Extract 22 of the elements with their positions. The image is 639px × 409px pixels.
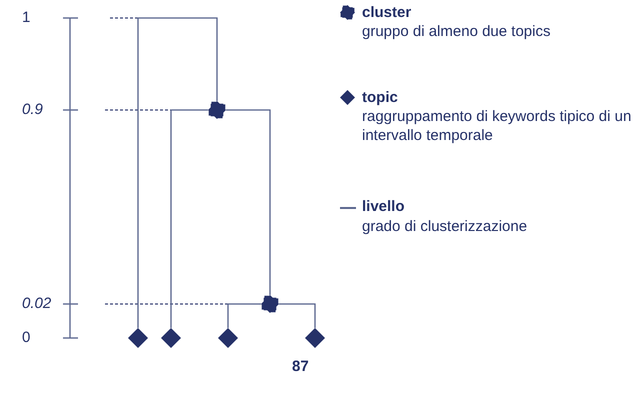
dendrogram-link	[279, 303, 316, 328]
axis-tick-label: 0.02	[22, 294, 52, 313]
legend-heading: cluster	[362, 3, 412, 22]
cluster-marker	[208, 101, 226, 119]
axis-tick-label: 0	[22, 328, 30, 347]
topic-diamond	[218, 328, 238, 348]
topic-diamond	[128, 328, 148, 348]
axis-tick-label: 1	[22, 8, 30, 27]
dendrogram-link	[227, 303, 261, 328]
dendrogram-link	[137, 17, 218, 328]
cluster-marker	[261, 295, 279, 313]
legend-description: raggruppamento di keywords tipico di un intervallo temporale	[362, 107, 632, 145]
legend-description: gruppo di almeno due topics	[362, 22, 550, 41]
legend-description: grado di clusterizzazione	[362, 217, 528, 236]
dendrogram-link	[226, 109, 271, 295]
topic-diamond	[305, 328, 325, 348]
page-number: 87	[292, 357, 309, 376]
dendrogram-link	[170, 109, 208, 328]
legend-heading: livello	[362, 197, 405, 216]
legend-heading: topic	[362, 88, 398, 107]
topic-diamond	[161, 328, 181, 348]
axis-tick-label: 0.9	[22, 100, 43, 119]
